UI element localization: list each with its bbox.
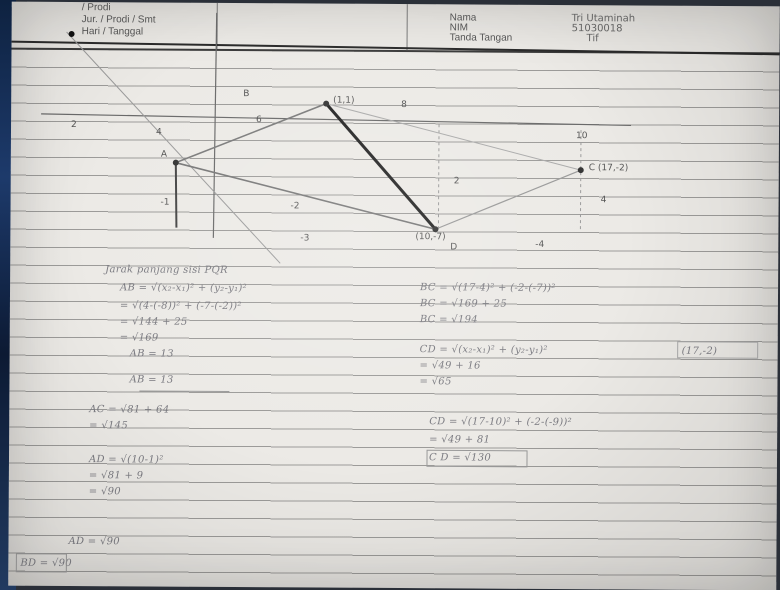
underline — [139, 390, 230, 392]
answer-box — [426, 449, 528, 468]
vertex-d — [432, 226, 439, 233]
guide-vertical-c — [579, 130, 582, 231]
guide-diagonal — [66, 31, 281, 264]
y-axis — [212, 12, 218, 238]
side-bc — [326, 103, 581, 171]
corner-dot — [68, 31, 75, 38]
side-ab — [175, 102, 327, 164]
vertex-a — [172, 159, 179, 166]
answer-boxes — [15, 341, 759, 573]
answer-box — [15, 553, 67, 573]
answer-box — [677, 341, 759, 359]
guide-vertical-a — [174, 162, 178, 228]
side-ad — [175, 161, 436, 231]
x-axis — [41, 113, 632, 127]
notebook-page: / Prodi Jur. / Prodi / Smt Hari / Tangga… — [8, 1, 780, 590]
side-bd — [325, 102, 437, 231]
coordinate-sketch — [11, 12, 780, 264]
side-dc — [435, 169, 581, 230]
header-bottom-rule — [11, 40, 780, 56]
vertex-c — [577, 167, 584, 174]
vertex-b — [323, 100, 330, 107]
